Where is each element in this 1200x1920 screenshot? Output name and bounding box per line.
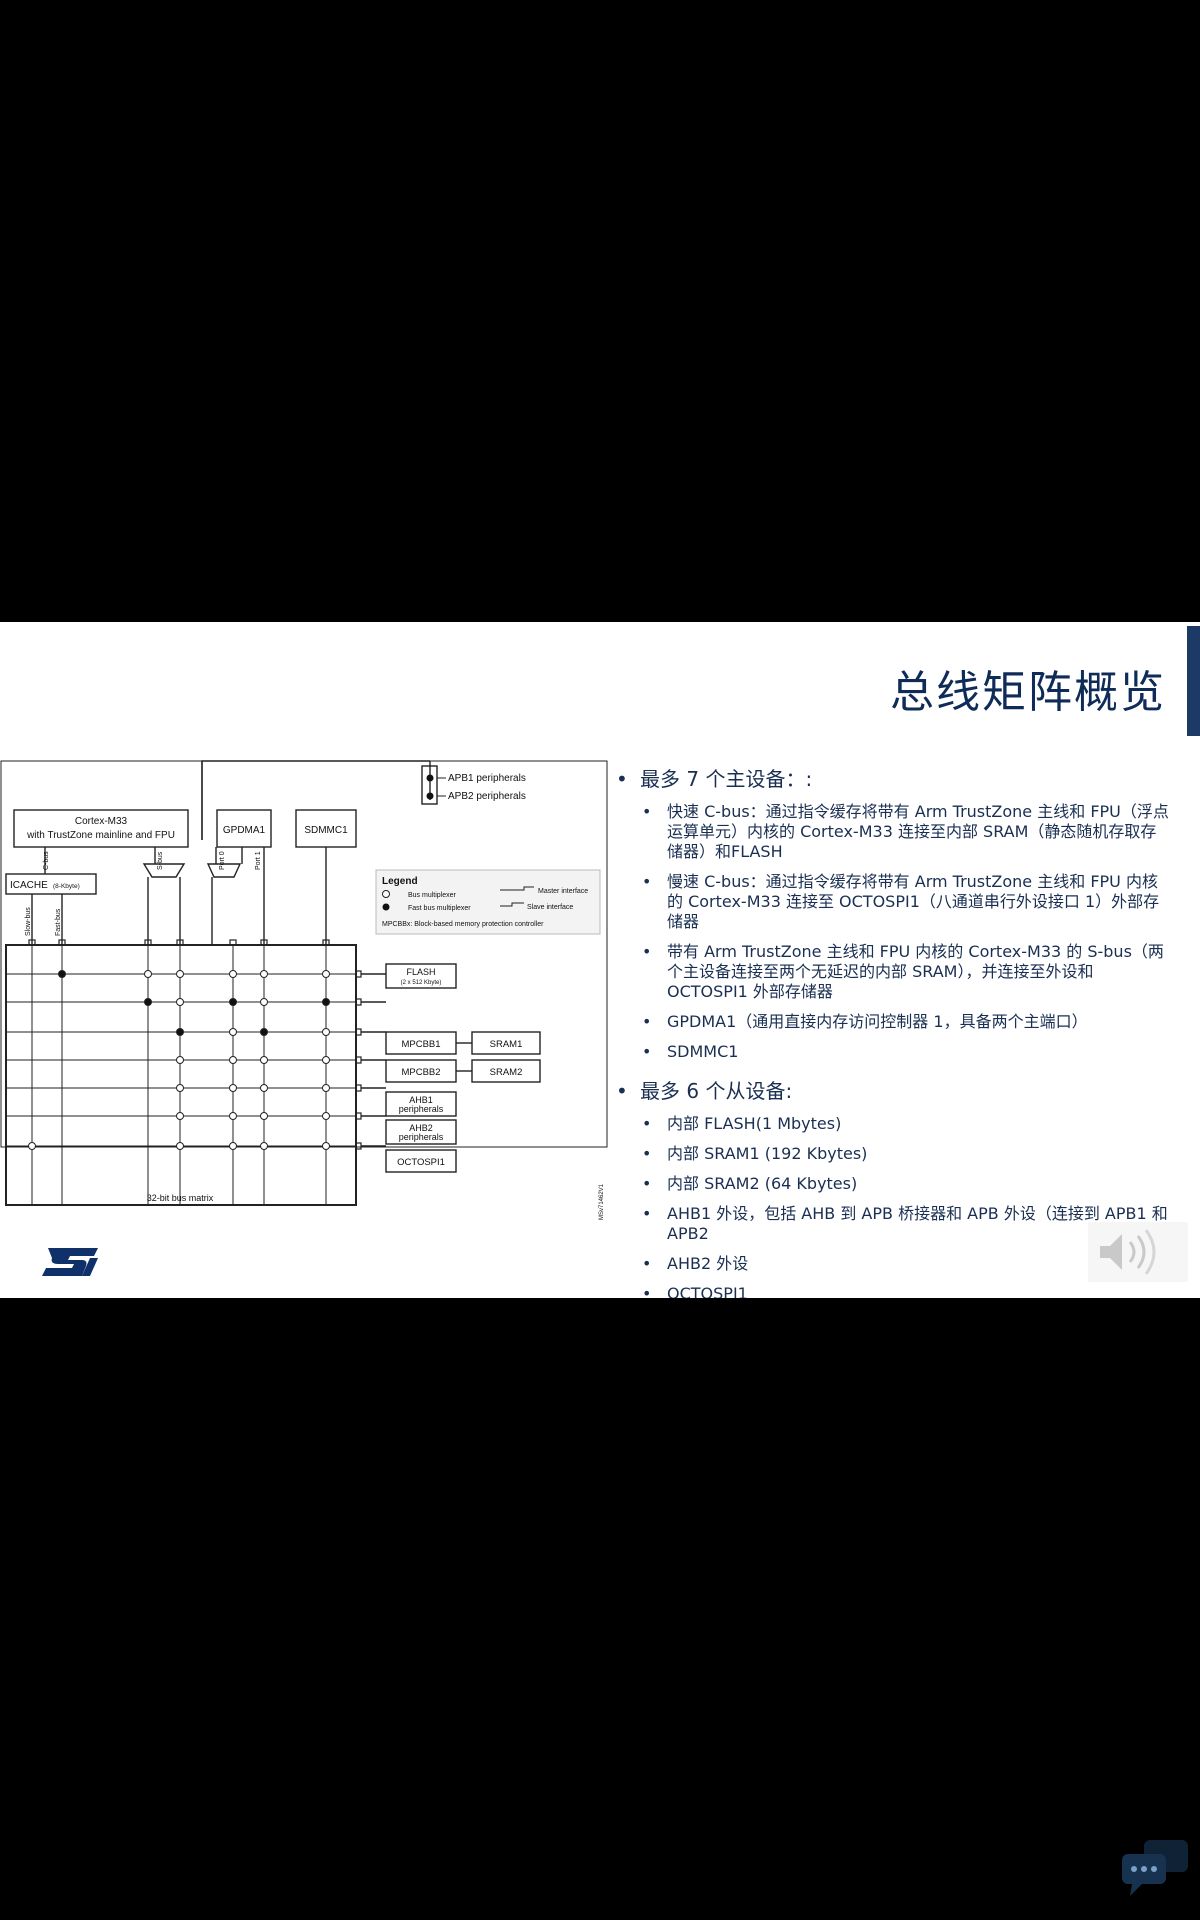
list-item: •内部 SRAM2 (64 Kbytes) xyxy=(642,1174,858,1193)
speaker-icon[interactable] xyxy=(1088,1222,1188,1282)
sbus-label: S-bus xyxy=(157,851,164,870)
legend-fast-mux: Fast bus multiplexer xyxy=(408,905,471,912)
slide-title: 总线矩阵概览 xyxy=(890,667,1166,718)
legend-master: Master interface xyxy=(538,888,588,895)
list-item: •内部 SRAM1 (192 Kbytes) xyxy=(642,1144,868,1163)
mpcbb1-label: MPCBB1 xyxy=(401,1039,440,1050)
ahb1-label-1: AHB1 xyxy=(409,1095,433,1105)
octospi1-label: OCTOSPI1 xyxy=(397,1157,445,1168)
matrix-label: 32-bit bus matrix xyxy=(147,1193,214,1203)
list-item: •AHB1 外设，包括 AHB 到 APB 桥接器和 APB 外设（连接到 AP… xyxy=(642,1204,1168,1243)
cortex-label-2: with TrustZone mainline and FPU xyxy=(26,830,175,841)
cbus-label: C-bus xyxy=(43,851,50,870)
legend-bus-mux: Bus multiplexer xyxy=(408,892,457,899)
legend-title: Legend xyxy=(382,876,418,887)
accent-bar xyxy=(1187,626,1200,736)
flash-note: (2 x 512 Kbyte) xyxy=(401,980,442,986)
list-item: •慢速 C-bus：通过指令缓存将带有 Arm TrustZone 主线和 FP… xyxy=(642,872,1160,931)
bullet-list: • 最多 7 个主设备：: •快速 C-bus：通过指令缓存将带有 Arm Tr… xyxy=(612,766,1172,1298)
sram1-label: SRAM1 xyxy=(490,1039,523,1050)
sdmmc1-label: SDMMC1 xyxy=(304,825,348,836)
slaves-heading: • 最多 6 个从设备: xyxy=(616,1079,793,1103)
list-item: •带有 Arm TrustZone 主线和 FPU 内核的 Cortex-M33… xyxy=(642,942,1164,1001)
figure-id: MSv71462V1 xyxy=(599,1183,605,1220)
bullet-dot: • xyxy=(616,767,628,791)
bus-matrix-diagram: APB1 peripherals APB2 peripherals Cortex… xyxy=(0,760,608,1220)
slide: 总线矩阵概览 xyxy=(0,622,1200,1298)
port1-label: Port 1 xyxy=(255,851,262,870)
slowbus-label: Slow-bus xyxy=(25,907,32,936)
list-item: •GPDMA1（通用直接内存访问控制器 1，具备两个主端口） xyxy=(642,1012,1088,1031)
gpdma1-label: GPDMA1 xyxy=(223,825,266,836)
masters-heading: • 最多 7 个主设备：: xyxy=(616,767,813,791)
legend-slave: Slave interface xyxy=(527,904,573,911)
ahb1-label-2: peripherals xyxy=(399,1104,444,1114)
legend-mpcbb: MPCBBx: Block-based memory protection co… xyxy=(382,921,544,928)
port0-label: Port 0 xyxy=(219,851,226,870)
icache-note: (8-Kbyte) xyxy=(53,883,80,890)
apb1-label: APB1 peripherals xyxy=(448,773,526,784)
ahb2-label-2: peripherals xyxy=(399,1132,444,1142)
sram2-label: SRAM2 xyxy=(490,1067,523,1078)
list-item: •内部 FLASH(1 Mbytes) xyxy=(642,1114,842,1133)
flash-label: FLASH xyxy=(406,967,435,977)
ahb2-label-1: AHB2 xyxy=(409,1123,433,1133)
chat-icon[interactable] xyxy=(1120,1836,1192,1900)
list-item: •快速 C-bus：通过指令缓存将带有 Arm TrustZone 主线和 FP… xyxy=(642,802,1169,861)
fastbus-label: Fast-bus xyxy=(55,908,62,936)
list-item: •OCTOSPI1 xyxy=(642,1284,748,1298)
cortex-label-1: Cortex-M33 xyxy=(75,816,128,827)
list-item: •SDMMC1 xyxy=(642,1042,739,1061)
apb2-label: APB2 peripherals xyxy=(448,791,526,802)
st-logo-icon xyxy=(42,1248,98,1276)
mpcbb2-label: MPCBB2 xyxy=(401,1067,440,1078)
list-item: •AHB2 外设 xyxy=(642,1254,749,1273)
icache-label: ICACHE xyxy=(10,880,48,891)
